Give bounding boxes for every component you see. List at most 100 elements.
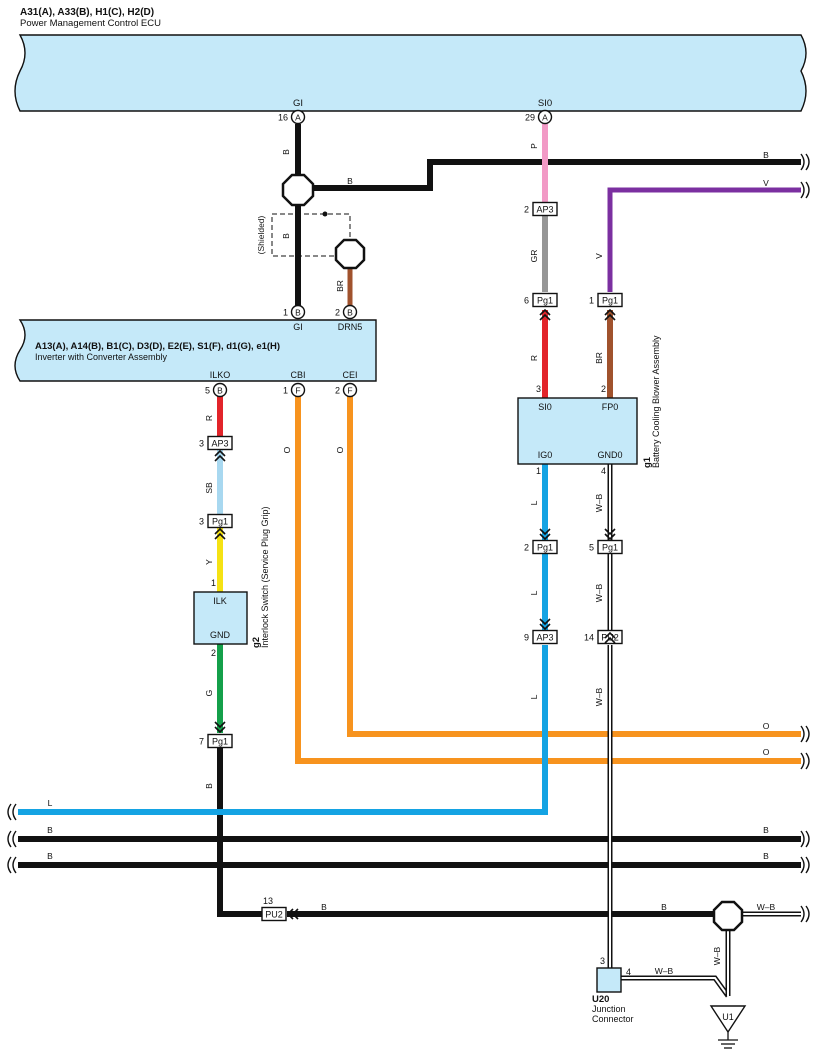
wire-label-top_b_right: B <box>763 150 769 160</box>
blower-box <box>517 397 638 465</box>
ecu-codes: A31(A), A33(B), H1(C), H2(D) <box>20 7 154 18</box>
wire-label-pu2_b2: B <box>661 902 667 912</box>
pin-terminal-inv_gi: B1 <box>283 304 306 320</box>
wire-b-top <box>314 159 801 191</box>
pin-number-bl_si0: 3 <box>536 384 541 394</box>
wire-label-br_drn: BR <box>335 280 345 292</box>
pin-letter-inv_cei: F <box>347 385 352 395</box>
wire-v <box>607 187 801 292</box>
wire-label-br_fp0: BR <box>594 352 604 364</box>
connector-pg1-6: Pg1 6 <box>524 292 558 308</box>
wire-o-cbi <box>295 396 801 764</box>
wire-label-v: V <box>594 253 604 259</box>
ecu-pin-gi: GI <box>293 98 303 109</box>
connector-name: AP3 <box>536 632 553 642</box>
connector-name: Pg1 <box>537 295 553 305</box>
connector-name: Pg1 <box>537 542 553 552</box>
pin-number-gnd: 2 <box>211 648 216 658</box>
connector-name: Pg1 <box>212 736 228 746</box>
wire-label-b_right1: B <box>763 825 769 835</box>
pin-letter-ecu_gi: A <box>295 112 301 122</box>
pin-number-ju_3: 3 <box>600 956 605 966</box>
pin-number-inv_gi: 1 <box>283 307 288 317</box>
connector-name: AP3 <box>211 438 228 448</box>
connector-number: 3 <box>199 516 204 526</box>
pin-terminal-ecu_gi: A16 <box>278 109 306 125</box>
wire-label-g: G <box>204 690 214 697</box>
chevron-down-icon <box>214 721 226 734</box>
chevron-up-icon <box>604 631 616 644</box>
pin-number-bl_gnd0: 4 <box>601 466 606 476</box>
wire-label-b_down: B <box>204 783 214 789</box>
pin-letter-inv_cbi: F <box>295 385 300 395</box>
connector-number: 7 <box>199 736 204 746</box>
wire-label-r_ilko: R <box>204 415 214 421</box>
ecu-name: Power Management Control ECU <box>20 18 161 29</box>
blower-code: g1 <box>642 456 653 468</box>
wire-label-wb_2: W–B <box>594 583 604 602</box>
pin-number-ilk: 1 <box>211 578 216 588</box>
chevron-down-icon <box>604 528 616 541</box>
wire-label-wb_u20: W–B <box>655 966 674 976</box>
wire-label-gi_shield: B <box>281 233 291 239</box>
connector-name: PU2 <box>265 909 283 919</box>
connector-pg1-3: Pg1 3 <box>199 513 233 529</box>
pin-number-inv_cbi: 1 <box>283 385 288 395</box>
connector-number: 9 <box>524 632 529 642</box>
connector-number: 5 <box>589 542 594 552</box>
wire-o-cei <box>347 396 801 737</box>
inverter-pin-cbi: CBI <box>290 370 305 380</box>
pin-terminal-inv_cbi: F1 <box>283 382 306 398</box>
inverter-pin-cei: CEI <box>342 370 357 380</box>
blower-name: Battery Cooling Blower Assembly <box>651 335 661 468</box>
wire-label-top_v_right: V <box>763 178 769 188</box>
ground-code: U1 <box>722 1012 734 1022</box>
pin-number-bl_fp0: 2 <box>601 384 606 394</box>
chevron-up-icon <box>604 308 616 321</box>
wire-label-o_right1: O <box>763 721 770 731</box>
connector-number: 6 <box>524 295 529 305</box>
wire-label-h_b: B <box>347 176 353 186</box>
pin-number-inv_cei: 2 <box>335 385 340 395</box>
junction-box <box>596 967 622 993</box>
blower-pin-gnd0: GND0 <box>597 450 622 460</box>
connector-number: 14 <box>584 632 594 642</box>
blower-pin-fp0: FP0 <box>602 402 619 412</box>
pin-number-ecu_si0: 29 <box>525 112 535 122</box>
wire-label-wb_1: W–B <box>594 493 604 512</box>
connector-name: Pg1 <box>602 542 618 552</box>
wire-end-breaks <box>7 153 810 923</box>
junction-name-1: Junction <box>592 1004 626 1014</box>
wire-label-wb_3: W–B <box>594 687 604 706</box>
interlock-pin-ilk: ILK <box>213 596 227 606</box>
drain-octagon <box>334 238 366 270</box>
wire-label-gi_up: B <box>281 149 291 155</box>
pin-terminal-inv_ilko: B5 <box>205 382 228 398</box>
connector-chevrons <box>214 308 616 920</box>
wire-label-r_si0: R <box>529 355 539 361</box>
pin-terminal-inv_drn5: B2 <box>335 304 358 320</box>
connector-number: 1 <box>589 295 594 305</box>
pin-terminal-inv_cei: F2 <box>335 382 358 398</box>
wire-label-p: P <box>529 143 539 149</box>
chevron-up-icon <box>214 527 226 540</box>
shield-outline <box>271 213 351 257</box>
wire-label-b_right2: B <box>763 851 769 861</box>
inverter-pin-ilko: ILKO <box>210 370 231 380</box>
inverter-pin-gi: GI <box>293 322 303 332</box>
wire-label-pu2_b1: B <box>321 902 327 912</box>
junction-name-2: Connector <box>592 1014 634 1024</box>
connector-number: 13 <box>263 896 273 906</box>
connector-name: Pg1 <box>212 516 228 526</box>
wire-label-y: Y <box>204 559 214 565</box>
wire-label-o_cei: O <box>335 446 345 453</box>
chevron-up-icon <box>214 449 226 462</box>
inverter-pin-drn5: DRN5 <box>338 322 363 332</box>
shield-label: (Shielded) <box>256 215 266 254</box>
